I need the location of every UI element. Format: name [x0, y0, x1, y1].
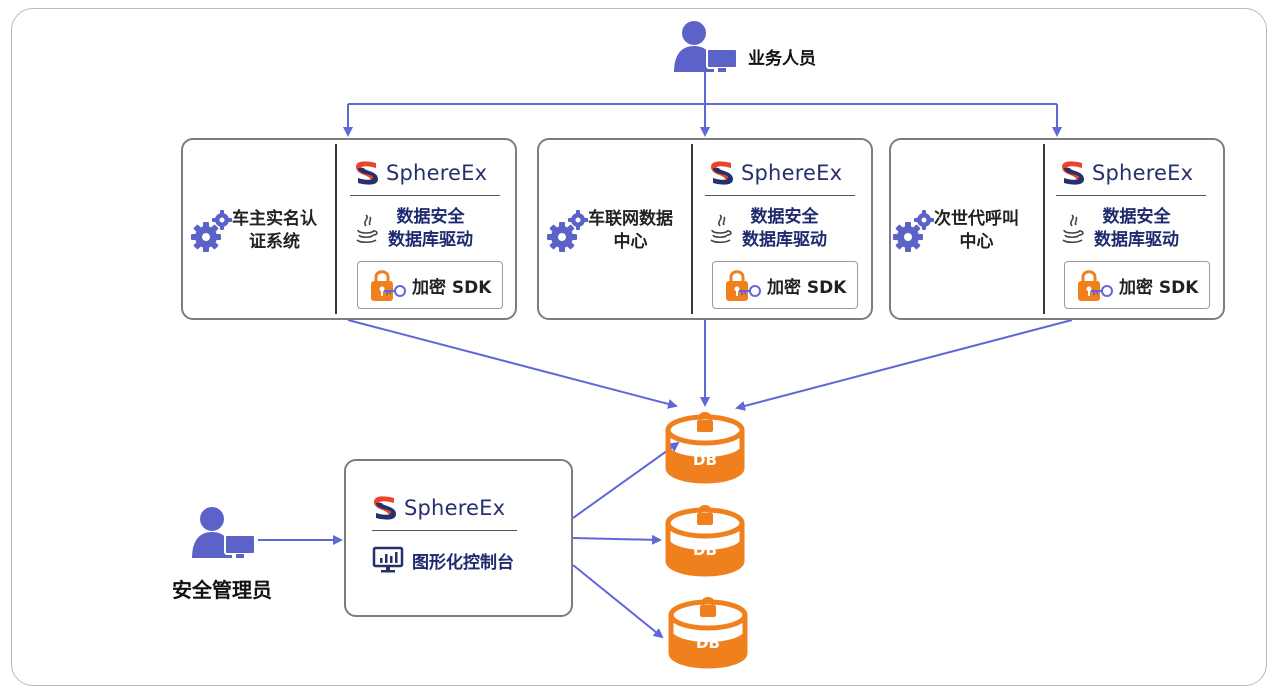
database-label: DB: [696, 634, 720, 652]
system-3-sdk: 加密 SDK: [1064, 261, 1210, 309]
brand-name: SphereEx: [404, 496, 506, 520]
lock-key-icon: [371, 270, 406, 301]
system-3-name-group: 次世代呼叫 中心: [892, 208, 1019, 254]
brand-name: SphereEx: [1092, 161, 1194, 185]
system-2-sdk: 加密 SDK: [712, 261, 858, 309]
driver-line1: 数据安全: [396, 207, 465, 227]
system-2-brand: SphereEx: [709, 159, 842, 187]
arrow-sys3-to-db: [735, 319, 1073, 411]
arrow-console-to-db1: [572, 441, 680, 519]
box-divider: [691, 144, 693, 314]
lock-key-icon: [726, 270, 761, 301]
system-1-brand: SphereEx: [354, 159, 487, 187]
brand-underline: [372, 530, 517, 531]
monitor-chart-icon: [372, 546, 404, 573]
database-label: DB: [693, 451, 717, 469]
gears-icon: [547, 210, 588, 252]
system-2-name-group: 车联网数据 中心: [546, 208, 673, 254]
diagram-frame: [11, 8, 1267, 686]
brand-underline: [350, 195, 500, 196]
sphereex-logo-icon: [374, 496, 396, 520]
java-icon: [710, 214, 732, 244]
system-box-3: [889, 138, 1225, 320]
business-user-icon: [674, 21, 738, 72]
database-label: DB: [693, 541, 717, 559]
system-1-sdk: 加密 SDK: [357, 261, 503, 309]
system-1-driver: 数据安全 数据库驱动: [356, 206, 473, 252]
system-1-name-line1: 车主实名认: [232, 209, 317, 229]
lock-key-icon: [1078, 270, 1113, 301]
system-3-name-line2: 中心: [959, 232, 994, 252]
brand-underline: [1056, 195, 1206, 196]
driver-line2: 数据库驱动: [388, 230, 473, 250]
console-brand: SphereEx: [372, 494, 505, 522]
brand-underline: [705, 195, 855, 196]
database-icon: [668, 597, 748, 669]
gears-icon: [893, 210, 934, 252]
sdk-label: 加密 SDK: [412, 277, 492, 298]
system-box-2: [537, 138, 873, 320]
gears-icon: [191, 210, 232, 252]
arrow-console-to-db3: [572, 564, 664, 639]
system-box-1: [181, 138, 517, 320]
java-icon: [1062, 214, 1084, 244]
console-label-group: 图形化控制台: [372, 546, 514, 574]
database-3: DB: [667, 593, 749, 669]
driver-line1: 数据安全: [1102, 207, 1171, 227]
console-label: 图形化控制台: [412, 552, 514, 573]
arrow-sys1-to-db: [347, 319, 678, 409]
brand-name: SphereEx: [386, 161, 488, 185]
admin-label: 安全管理员: [172, 578, 272, 602]
system-3-name-line1: 次世代呼叫: [934, 209, 1019, 229]
driver-line2: 数据库驱动: [1094, 230, 1179, 250]
system-2-name-line1: 车联网数据: [588, 209, 673, 229]
system-3-driver: 数据安全 数据库驱动: [1062, 206, 1179, 252]
system-1-name-group: 车主实名认 证系统: [190, 208, 317, 254]
sdk-label: 加密 SDK: [767, 277, 847, 298]
system-3-brand: SphereEx: [1060, 159, 1193, 187]
console-box: [344, 459, 573, 617]
database-2: DB: [664, 501, 746, 577]
sphereex-logo-icon: [356, 161, 378, 185]
driver-line2: 数据库驱动: [742, 230, 827, 250]
system-2-name-line2: 中心: [613, 232, 648, 252]
sphereex-logo-icon: [711, 161, 733, 185]
sdk-label: 加密 SDK: [1119, 277, 1199, 298]
brand-name: SphereEx: [741, 161, 843, 185]
database-1: DB: [664, 408, 746, 484]
box-divider: [1043, 144, 1045, 314]
system-1-name-line2: 证系统: [249, 232, 300, 252]
admin-user-icon: [192, 507, 256, 558]
database-icon: [665, 505, 745, 577]
business-user-label: 业务人员: [748, 49, 816, 69]
database-icon: [665, 412, 745, 484]
arrow-console-to-db2: [572, 534, 662, 545]
java-icon: [356, 214, 378, 244]
sphereex-logo-icon: [1062, 161, 1084, 185]
driver-line1: 数据安全: [750, 207, 819, 227]
system-2-driver: 数据安全 数据库驱动: [710, 206, 827, 252]
box-divider: [335, 144, 337, 314]
